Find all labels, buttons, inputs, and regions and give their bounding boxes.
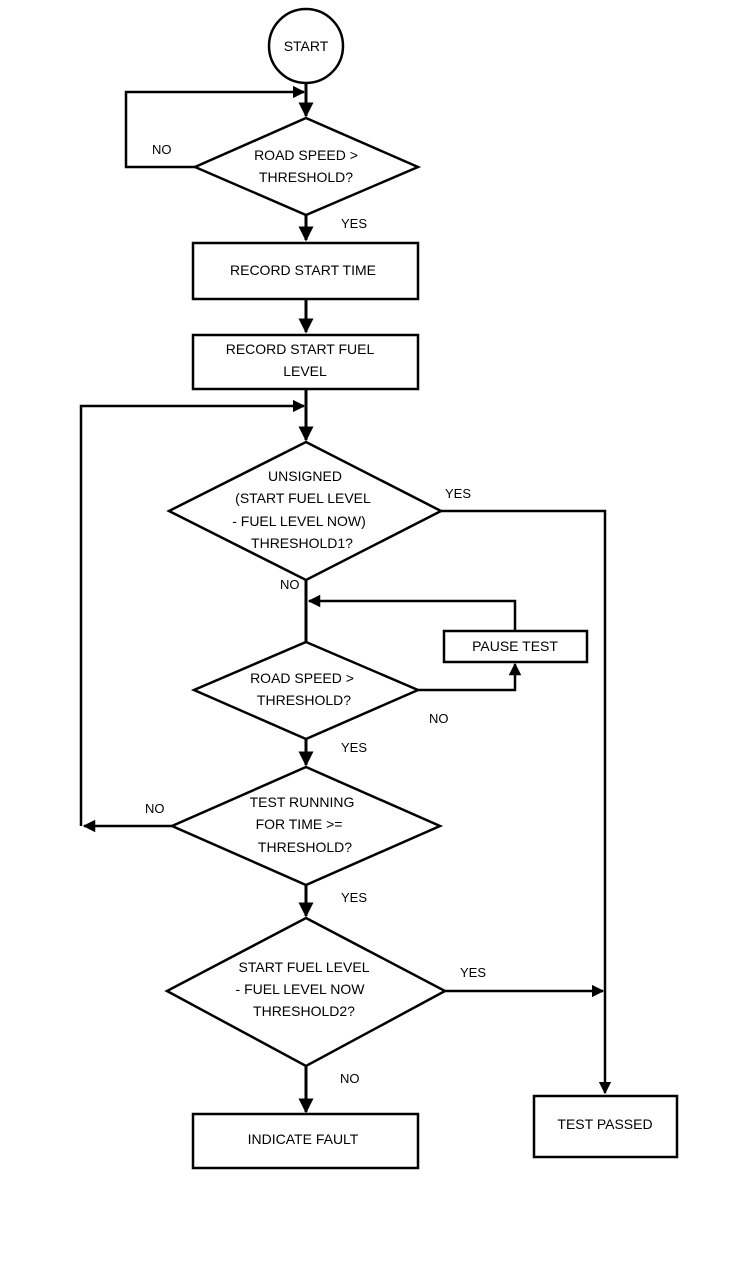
decision-text: TEST RUNNING [250,794,355,810]
decision-test-running-time: TEST RUNNING FOR TIME >= THRESHOLD? NO Y… [145,765,444,905]
d4-no-loop-arrow [79,399,306,826]
decision-text: THRESHOLD1? [251,535,353,551]
decision-text: START FUEL LEVEL [239,959,370,975]
decision-road-speed-2: ROAD SPEED > THRESHOLD? NO YES [190,640,449,755]
yes-label: YES [445,486,471,501]
decision-text: - FUEL LEVEL NOW) [232,513,366,529]
decision-text: ROAD SPEED > [254,147,358,163]
process-text: TEST PASSED [557,1116,652,1132]
process-text: RECORD START FUEL [226,341,375,357]
pause-return-arrow [307,594,517,632]
d3-no-to-pause-arrow [418,662,522,692]
decision-text: THRESHOLD2? [253,1003,355,1019]
process-box [191,1112,420,1170]
decision-threshold2: START FUEL LEVEL - FUEL LEVEL NOW THRESH… [164,916,486,1086]
yes-label: YES [341,216,367,231]
process-box [191,333,420,391]
process-text: PAUSE TEST [472,638,558,654]
no-label: NO [280,577,300,592]
start-node: START [267,7,345,85]
no-label: NO [340,1071,360,1086]
no-label: NO [429,711,449,726]
process-text: LEVEL [283,363,327,379]
decision-diamond [166,440,444,582]
decision-threshold1: UNSIGNED (START FUEL LEVEL - FUEL LEVEL … [166,440,471,592]
no-label: NO [152,142,172,157]
yes-label: YES [341,740,367,755]
decision-text: THRESHOLD? [258,839,352,855]
process-box [442,629,589,664]
terminal-test-passed: TEST PASSED [532,1094,679,1159]
d1-no-loop-arrow [124,85,306,169]
connectors [79,82,612,1114]
decision-text: THRESHOLD? [257,692,351,708]
process-pause-test: PAUSE TEST [442,629,589,664]
process-record-start-fuel: RECORD START FUEL LEVEL [191,333,420,391]
decision-diamond [168,765,444,887]
process-indicate-fault: INDICATE FAULT [191,1112,420,1170]
decision-text: UNSIGNED [268,468,342,484]
start-circle [267,7,345,85]
decision-diamond [164,916,448,1068]
d2-yes-to-passed-arrow [441,509,612,1095]
process-box [191,241,420,301]
start-label: START [284,38,329,54]
process-text: INDICATE FAULT [248,1131,359,1147]
process-box [532,1094,679,1159]
decision-text: (START FUEL LEVEL [235,490,371,506]
decision-text: - FUEL LEVEL NOW [236,981,366,997]
process-text: RECORD START TIME [230,262,376,278]
decision-text: THRESHOLD? [259,169,353,185]
process-record-start-time: RECORD START TIME [191,241,420,301]
decision-road-speed-1: ROAD SPEED > THRESHOLD? NO YES [152,116,422,231]
decision-diamond [191,116,422,217]
yes-label: YES [460,965,486,980]
no-label: NO [145,801,165,816]
decision-text: ROAD SPEED > [250,670,354,686]
decision-diamond [190,640,422,741]
yes-label: YES [341,890,367,905]
decision-text: FOR TIME >= [256,816,343,832]
